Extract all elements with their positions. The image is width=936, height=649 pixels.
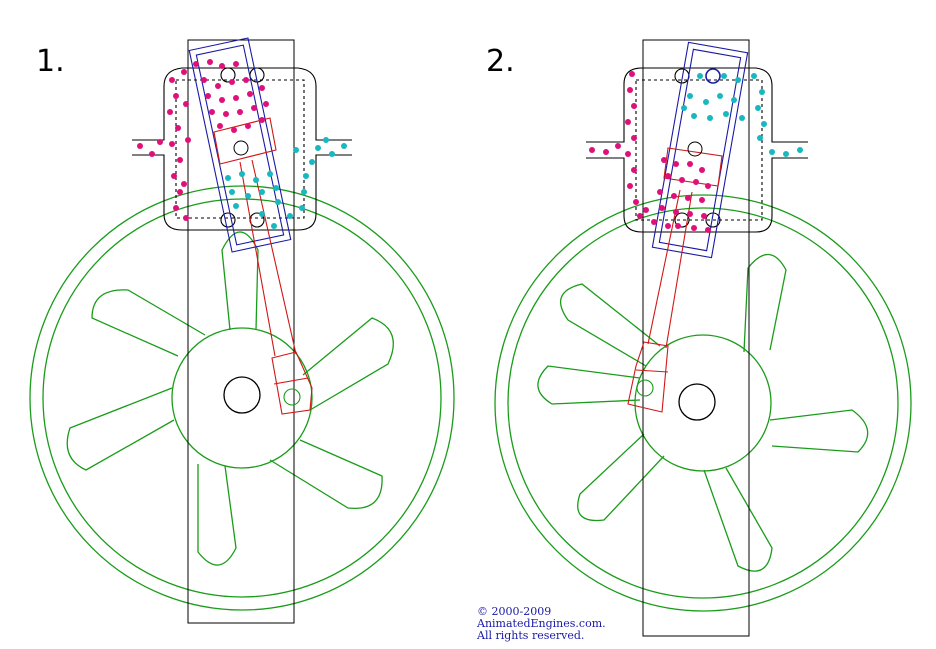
copyright-line-2: AnimatedEngines.com.: [477, 617, 606, 630]
panel-2-frame: [642, 39, 750, 637]
panel-2-crankshaft: [678, 383, 716, 421]
panel-2-exhaust-air-dots: [681, 73, 803, 157]
panel-1-valve-block: [132, 67, 352, 231]
copyright-line-3: All rights reserved.: [477, 629, 585, 642]
copyright-line-1: © 2000-2009: [477, 605, 552, 618]
panel-1-pressurized-air-dots: [137, 59, 269, 221]
panel-1-frame: [187, 39, 295, 624]
panel-1-crankshaft: [223, 376, 261, 414]
copyright-notice: © 2000-2009 AnimatedEngines.com. All rig…: [477, 606, 606, 642]
panel-1-connecting-rod: [213, 117, 313, 415]
panel-1-flywheel: [29, 185, 455, 611]
panel-1-exhaust-air-dots: [225, 137, 347, 229]
panel-1-cylinder: [188, 37, 292, 253]
panel-2-valve-block: [586, 67, 808, 233]
panel-1-label: 1.: [36, 44, 65, 79]
panel-2-flywheel: [494, 194, 912, 612]
panel-2-piston-pin: [687, 141, 703, 157]
panel-2-connecting-rod: [627, 147, 723, 413]
panel-1-piston-pin: [233, 140, 249, 156]
panel-2-pressurized-air-dots: [589, 71, 711, 233]
panel-2-label: 2.: [486, 44, 515, 79]
